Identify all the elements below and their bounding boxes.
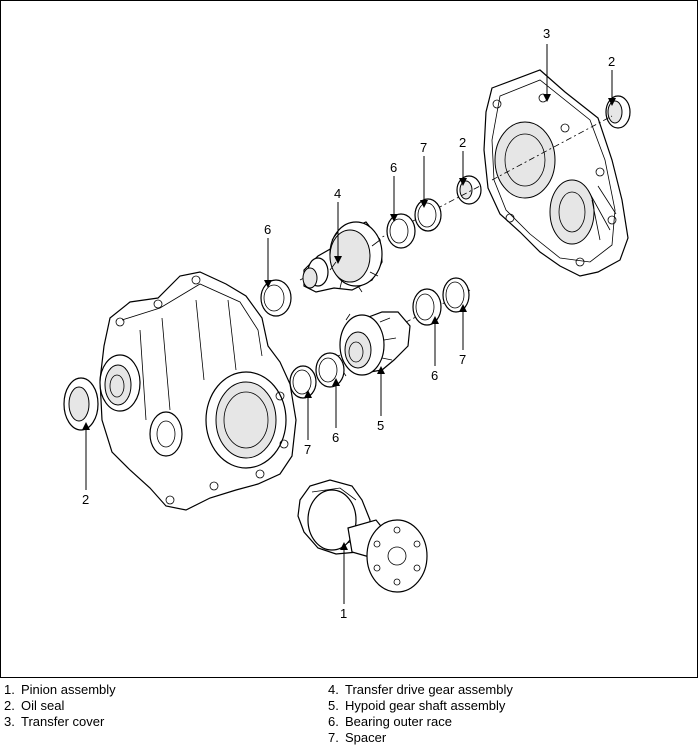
legend-label: Bearing outer race: [345, 714, 452, 729]
transfer-drive-gear: [302, 221, 383, 293]
parts-legend: 1. Pinion assembly 2. Oil seal 3. Transfer …: [0, 680, 700, 746]
legend-number: 5.: [328, 698, 339, 713]
callout-2-left: 2: [82, 492, 89, 507]
callout-6-lower-left: 6: [332, 430, 339, 445]
bearing-race-upper-mid: [386, 213, 416, 249]
oil-seal-left: [63, 377, 99, 431]
legend-item: 1. Pinion assembly: [4, 682, 116, 698]
legend-label: Hypoid gear shaft assembly: [345, 698, 506, 713]
callout-7-lower-left: 7: [304, 442, 311, 457]
callout-7-upper: 7: [420, 140, 427, 155]
legend-item: 7. Spacer: [328, 730, 513, 746]
legend-item: 4. Transfer drive gear assembly: [328, 682, 513, 698]
legend-number: 7.: [328, 730, 339, 745]
bearing-race-lower-right: [412, 288, 442, 326]
legend-label: Transfer drive gear assembly: [345, 682, 513, 697]
legend-item: 2. Oil seal: [4, 698, 116, 714]
callout-6-lower-right: 6: [431, 368, 438, 383]
legend-column-right: 4. Transfer drive gear assembly 5. Hypoid …: [328, 682, 513, 746]
callout-2-middle: 2: [459, 135, 466, 150]
callout-1: 1: [340, 606, 347, 621]
hypoid-gear-shaft: [339, 311, 411, 377]
legend-number: 1.: [4, 682, 15, 697]
exploded-view-diagram: 3 2 2 7 6 4 6 7 6 5 6 7 2 1: [63, 26, 631, 621]
leader-lines: [85, 44, 613, 604]
callout-4: 4: [334, 186, 341, 201]
legend-label: Transfer cover: [21, 714, 105, 729]
transfer-cover: [483, 69, 629, 277]
spacer-upper: [414, 198, 442, 232]
legend-item: 6. Bearing outer race: [328, 714, 513, 730]
leader-arrows: [82, 94, 616, 550]
legend-label: Spacer: [345, 730, 387, 745]
legend-column-left: 1. Pinion assembly 2. Oil seal 3. Transfer …: [4, 682, 116, 730]
legend-number: 6.: [328, 714, 339, 729]
callout-7-lower-right: 7: [459, 352, 466, 367]
bearing-race-lower-left: [315, 352, 345, 388]
callout-3: 3: [543, 26, 550, 41]
legend-label: Pinion assembly: [21, 682, 116, 697]
spacer-lower-right: [442, 277, 470, 313]
legend-number: 4.: [328, 682, 339, 697]
callout-6-upper-mid: 6: [390, 160, 397, 175]
callout-6-upper-left: 6: [264, 222, 271, 237]
bearing-race-upper-left: [260, 279, 292, 317]
legend-number: 3.: [4, 714, 15, 729]
legend-item: 5. Hypoid gear shaft assembly: [328, 698, 513, 714]
legend-number: 2.: [4, 698, 15, 713]
legend-item: 3. Transfer cover: [4, 714, 116, 730]
callout-2-top-right: 2: [608, 54, 615, 69]
spacer-lower-left: [289, 365, 317, 399]
legend-label: Oil seal: [21, 698, 65, 713]
transfer-case-housing: [99, 271, 297, 511]
pinion-assembly: [297, 479, 428, 593]
callout-5: 5: [377, 418, 384, 433]
